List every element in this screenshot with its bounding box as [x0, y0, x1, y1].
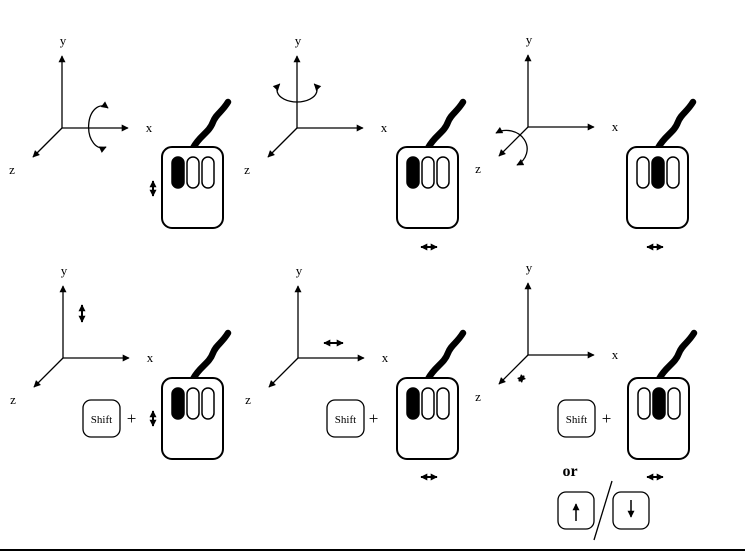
y-axis-label: y: [526, 260, 533, 275]
panel-translate-along-z: y x z Shift + or: [475, 260, 698, 541]
y-axis-label: y: [61, 263, 68, 278]
z-axis-label: z: [475, 161, 481, 176]
y-axis-label: y: [526, 32, 533, 47]
axes: [498, 282, 595, 385]
panel-rotate-about-z: y x z: [475, 32, 697, 251]
mouse-middle-button: [652, 387, 666, 420]
axes: [267, 55, 364, 158]
mouse: [396, 98, 467, 229]
shift-keycap-label: Shift: [335, 414, 356, 426]
shift-keycap: [82, 399, 121, 438]
z-axis: [498, 354, 529, 385]
mouse-middle-button: [186, 387, 200, 420]
mouse-left-button: [637, 387, 651, 420]
x-axis-label: x: [146, 120, 153, 135]
z-axis-label: z: [244, 162, 250, 177]
plus-sign: +: [602, 409, 612, 428]
or-label: or: [562, 463, 577, 480]
z-axis: [267, 127, 298, 158]
z-axis: [32, 127, 63, 158]
mouse: [161, 329, 232, 460]
shift-keycap: [557, 399, 596, 438]
y-axis-label: y: [60, 33, 67, 48]
x-axis-label: x: [147, 350, 154, 365]
mouse-left-button: [171, 156, 185, 189]
mouse: [161, 98, 232, 229]
axes: [498, 54, 595, 157]
mouse: [627, 329, 698, 460]
mouse-left-button: [636, 156, 650, 189]
mouse-cable: [189, 329, 232, 383]
mouse-right-button: [436, 387, 450, 420]
panel-translate-along-y: y x z Shift +: [10, 263, 232, 460]
panel-rotate-about-x: y x z: [9, 33, 232, 229]
mouse-right-button: [666, 156, 680, 189]
mouse-middle-button: [186, 156, 200, 189]
z-axis-label: z: [9, 162, 15, 177]
rotation-arrow-about-z: [495, 126, 528, 166]
z-axis: [268, 357, 299, 388]
mouse-cable: [655, 329, 698, 383]
shift-keycap-label: Shift: [91, 414, 112, 426]
translate-arrow-along-z: [517, 374, 526, 383]
mouse-right-button: [201, 156, 215, 189]
y-axis-label: y: [295, 33, 302, 48]
z-axis-label: z: [10, 392, 16, 407]
mouse-left-button: [171, 387, 185, 420]
rotation-arrow-about-x: [87, 101, 109, 153]
mouse-cable: [424, 98, 467, 152]
z-axis-label: z: [245, 392, 251, 407]
z-axis: [33, 357, 64, 388]
axes: [33, 285, 130, 388]
mouse: [396, 329, 467, 460]
mouse-right-button: [201, 387, 215, 420]
shift-keycap: [326, 399, 365, 438]
mouse-right-button: [436, 156, 450, 189]
plus-sign: +: [369, 409, 379, 428]
x-axis-label: x: [612, 347, 619, 362]
mouse-cable: [424, 329, 467, 383]
shift-keycap-label: Shift: [566, 414, 587, 426]
plus-sign: +: [127, 409, 137, 428]
mouse-right-button: [667, 387, 681, 420]
x-axis-label: x: [612, 119, 619, 134]
slash-separator: [593, 480, 613, 541]
rotation-arrow-about-y: [272, 83, 322, 103]
z-axis-label: z: [475, 389, 481, 404]
axes: [268, 285, 365, 388]
mouse-cable: [654, 98, 697, 152]
mouse-middle-button: [651, 156, 665, 189]
panel-translate-along-x: y x z Shift +: [245, 263, 467, 481]
mouse-middle-button: [421, 156, 435, 189]
y-axis-label: y: [296, 263, 303, 278]
mouse-left-button: [406, 156, 420, 189]
x-axis-label: x: [381, 120, 388, 135]
mouse-cable: [189, 98, 232, 152]
mouse-left-button: [406, 387, 420, 420]
mouse: [626, 98, 697, 229]
x-axis-label: x: [382, 350, 389, 365]
panel-rotate-about-y: y x z: [244, 33, 467, 251]
axes: [32, 55, 129, 158]
mouse-middle-button: [421, 387, 435, 420]
